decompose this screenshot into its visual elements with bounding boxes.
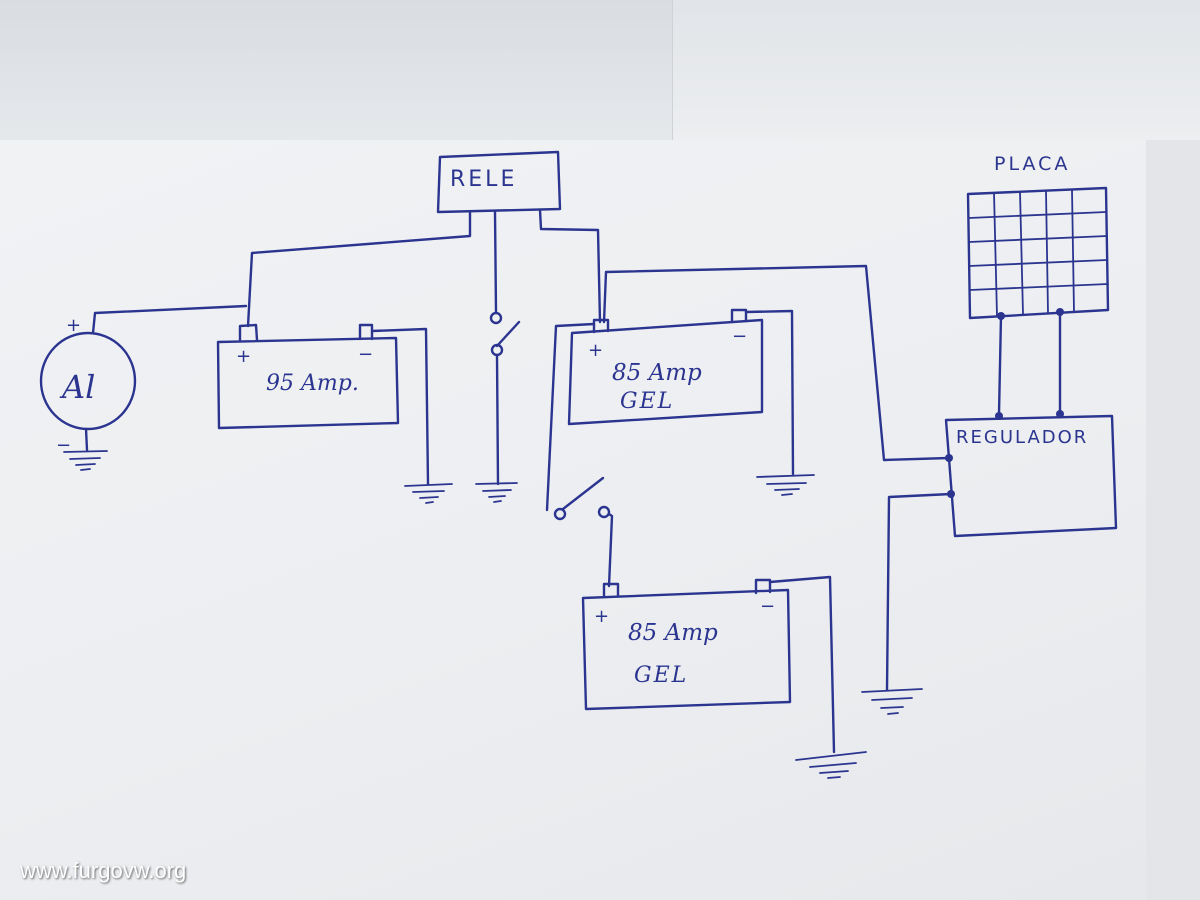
wire-gel1-negative bbox=[744, 309, 795, 476]
battery-gel1-type: GEL bbox=[620, 389, 674, 414]
battery-gel2-negative-terminal bbox=[754, 578, 772, 595]
battery-main: + − 95 Amp. bbox=[216, 323, 430, 486]
wire-main-negative bbox=[370, 327, 430, 486]
battery-main-plus: + bbox=[236, 346, 251, 367]
alternator-label: Al bbox=[59, 368, 95, 406]
coil-switch bbox=[489, 311, 521, 486]
wire-switch-to-gel2 bbox=[607, 512, 614, 588]
battery-gel2-plus: + bbox=[594, 606, 609, 627]
alternator-circle bbox=[39, 331, 137, 431]
ground-symbol-gel2 bbox=[795, 751, 867, 779]
alternator: Al + − bbox=[39, 304, 248, 471]
wire-gel1-to-switch bbox=[545, 322, 596, 512]
battery-main-body bbox=[216, 336, 400, 430]
battery-gel1-minus: − bbox=[732, 326, 747, 347]
battery-gel2-minus: − bbox=[760, 596, 775, 617]
battery-gel1-plus: + bbox=[588, 340, 603, 361]
wire-panel-positive bbox=[997, 314, 1003, 416]
relay: RELE bbox=[436, 150, 562, 214]
battery-gel2-capacity: 85 Amp bbox=[628, 620, 718, 646]
battery-gel1-negative-terminal bbox=[730, 308, 748, 324]
paper-right-edge bbox=[1146, 140, 1200, 900]
panel-grid bbox=[968, 189, 1109, 317]
regulator: REGULADOR bbox=[944, 410, 1118, 538]
wire-regulator-to-gel1-positive bbox=[602, 264, 951, 462]
wire-alternator-positive bbox=[91, 304, 248, 335]
battery-link-switch bbox=[553, 476, 614, 588]
alternator-plus: + bbox=[66, 315, 81, 336]
battery-main-positive-terminal bbox=[238, 323, 259, 342]
battery-gel-2: + − 85 Amp GEL bbox=[581, 575, 836, 754]
battery-main-minus: − bbox=[358, 344, 373, 365]
battery-gel2-positive-terminal bbox=[602, 582, 620, 599]
wire-relay-coil bbox=[493, 210, 498, 314]
ground-symbol-alternator bbox=[63, 450, 108, 471]
panel-label: PLACA bbox=[994, 153, 1070, 175]
battery-main-capacity: 95 Amp. bbox=[266, 371, 359, 396]
alternator-minus: − bbox=[56, 435, 71, 456]
ground-symbol-coil bbox=[475, 482, 518, 503]
panel-frame bbox=[966, 186, 1110, 320]
ground-symbol-regulator bbox=[861, 688, 923, 715]
solar-panel: PLACA bbox=[966, 153, 1110, 320]
ground-symbol-main bbox=[404, 483, 453, 504]
wire-regulator-ground bbox=[885, 492, 953, 692]
watermark: www.furgovw.org bbox=[20, 858, 187, 883]
ground-symbol-gel1 bbox=[756, 474, 815, 496]
battery-gel-1: + − 85 Amp GEL bbox=[567, 308, 795, 476]
battery-gel2-body bbox=[581, 588, 792, 711]
battery-gel2-type: GEL bbox=[634, 663, 688, 688]
regulator-label: REGULADOR bbox=[956, 427, 1088, 448]
relay-box bbox=[436, 150, 562, 214]
battery-gel1-body bbox=[567, 318, 764, 426]
relay-label: RELE bbox=[450, 167, 517, 192]
background-paper-top-right bbox=[672, 0, 1200, 140]
paper-sheet bbox=[0, 140, 1146, 900]
wire-relay-to-gel1 bbox=[538, 208, 602, 324]
wire-alternator-ground bbox=[84, 427, 89, 452]
wire-gel2-negative bbox=[768, 575, 836, 754]
battery-gel1-positive-terminal bbox=[592, 318, 610, 334]
wire-relay-to-main-positive bbox=[246, 210, 472, 328]
battery-gel1-capacity: 85 Amp bbox=[612, 360, 702, 386]
battery-main-negative-terminal bbox=[358, 323, 374, 341]
